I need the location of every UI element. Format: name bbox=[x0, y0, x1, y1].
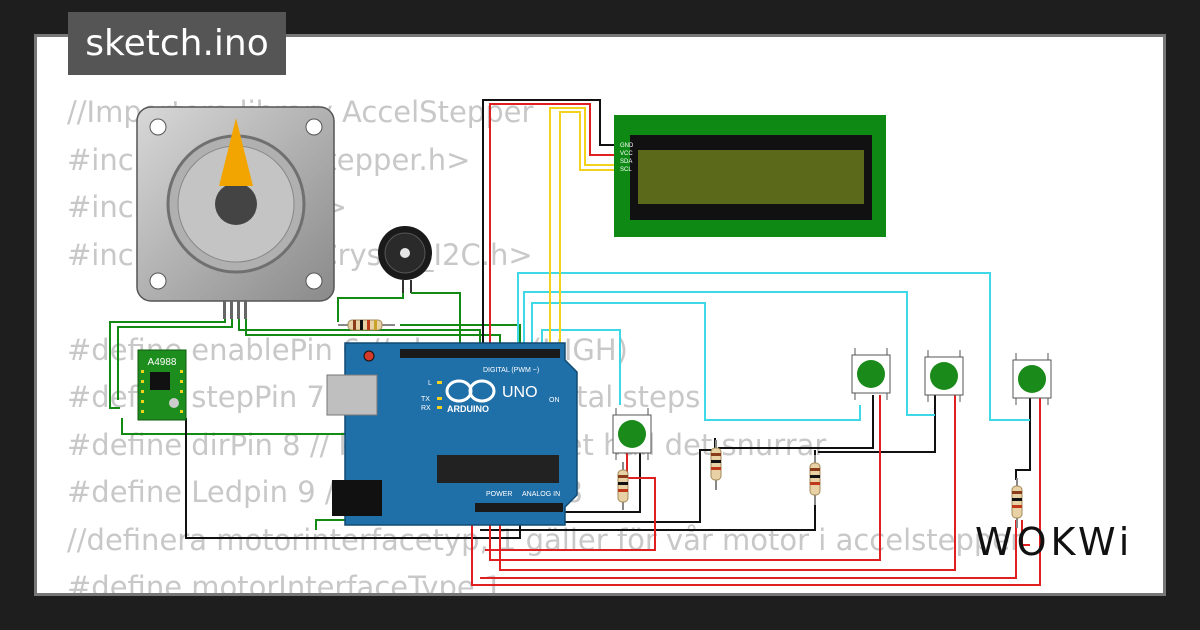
arduino-logo bbox=[445, 379, 496, 403]
cyan-wires bbox=[517, 272, 1030, 421]
yellow-wires bbox=[549, 107, 615, 345]
driver-label: A4988 bbox=[148, 357, 177, 368]
lcd-pin-scl: SCL bbox=[620, 167, 632, 173]
arduino-rx-label: RX bbox=[421, 405, 431, 412]
lcd-display: GND VCC SDA SCL bbox=[614, 115, 886, 237]
wokwi-logo: WOKWi bbox=[975, 520, 1134, 564]
stepper-motor bbox=[136, 106, 335, 319]
motor-needle bbox=[219, 118, 253, 186]
arduino-analog-label: ANALOG IN bbox=[522, 491, 560, 498]
push-button[interactable] bbox=[924, 350, 964, 402]
file-title: sketch.ino bbox=[68, 12, 286, 75]
resistor bbox=[338, 319, 395, 331]
push-button[interactable] bbox=[612, 408, 652, 460]
resistor bbox=[710, 440, 722, 490]
lcd-pin-gnd: GND bbox=[620, 143, 634, 149]
resistor bbox=[617, 462, 629, 510]
lcd-pin-sda: SDA bbox=[620, 159, 632, 165]
arduino-power-label: POWER bbox=[486, 491, 512, 498]
buzzer bbox=[378, 226, 432, 293]
arduino-model: UNO bbox=[502, 384, 538, 401]
red-wires bbox=[471, 103, 1041, 586]
push-button[interactable] bbox=[851, 348, 891, 400]
arduino-tx-label: TX bbox=[421, 396, 430, 403]
push-button[interactable] bbox=[1012, 353, 1052, 405]
lcd-pin-vcc: VCC bbox=[620, 151, 633, 157]
arduino-l-label: L bbox=[428, 380, 432, 387]
arduino-digital-label: DIGITAL (PWM ~) bbox=[483, 367, 539, 374]
a4988-driver: A4988 bbox=[137, 349, 187, 421]
arduino-brand: ARDUINO bbox=[447, 404, 489, 414]
arduino-uno: UNO ARDUINO DIGITAL (PWM ~) POWER ANALOG… bbox=[326, 342, 578, 526]
resistor bbox=[1011, 478, 1023, 528]
arduino-on-label: ON bbox=[549, 397, 560, 404]
code-line: #define motorInterfaceType 1 bbox=[67, 570, 503, 596]
resistor bbox=[809, 455, 821, 505]
